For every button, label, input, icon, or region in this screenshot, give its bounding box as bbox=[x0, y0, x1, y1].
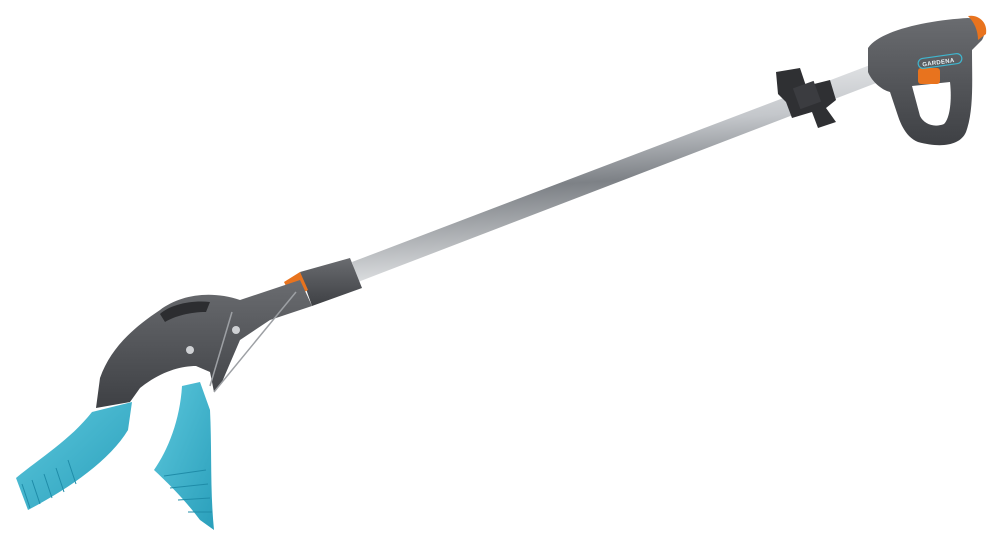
trigger-button bbox=[918, 68, 940, 84]
left-jaw bbox=[16, 402, 132, 510]
aluminium-pole bbox=[352, 62, 884, 282]
handle-top-cap bbox=[968, 15, 987, 40]
pistol-grip-handle: GARDENA bbox=[868, 15, 987, 146]
right-jaw bbox=[154, 382, 214, 530]
svg-text:GARDENA: GARDENA bbox=[922, 58, 955, 69]
brand-logo: GARDENA bbox=[917, 53, 963, 69]
pull-wire bbox=[213, 291, 297, 393]
rivet bbox=[232, 326, 240, 334]
rivet bbox=[186, 346, 194, 354]
pole-clip bbox=[776, 68, 836, 128]
grabber-head bbox=[96, 280, 312, 408]
